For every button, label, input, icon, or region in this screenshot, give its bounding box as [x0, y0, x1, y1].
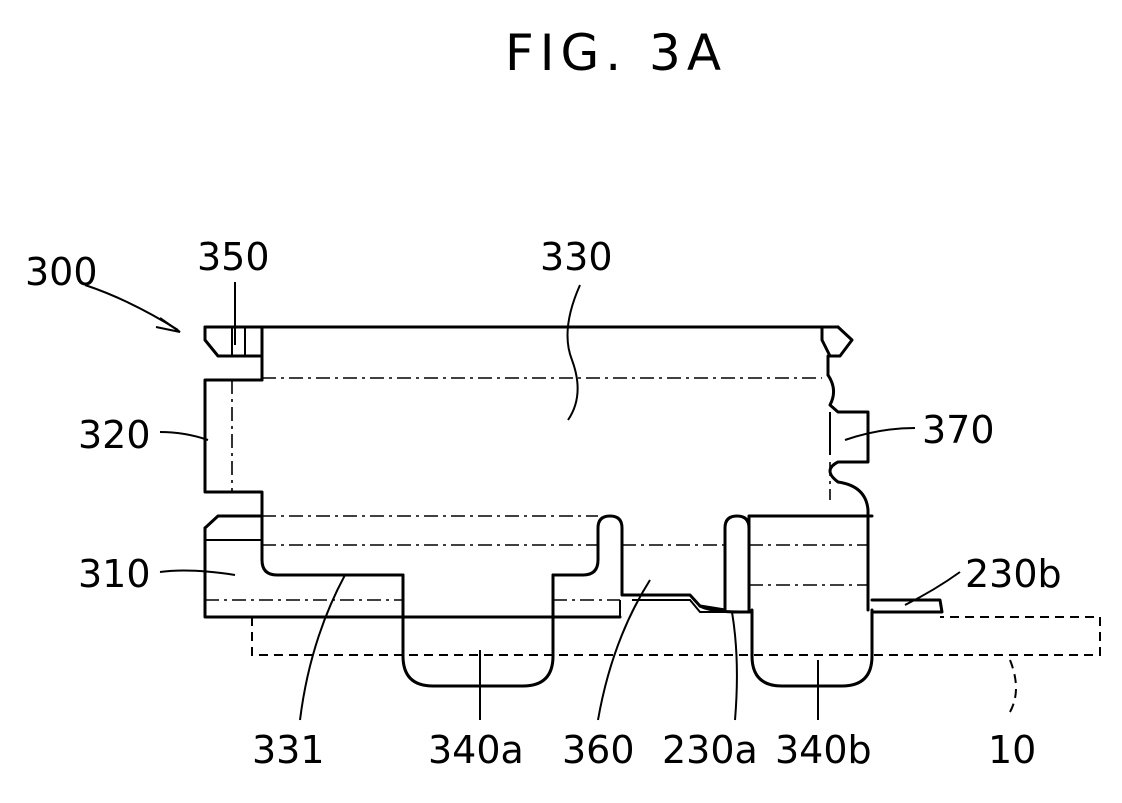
label-340a: 340a	[428, 728, 524, 772]
board-10	[252, 617, 1100, 655]
label-300: 300	[25, 250, 98, 294]
label-370: 370	[922, 408, 995, 452]
hidden-lines	[205, 378, 868, 600]
connector-body-300	[205, 327, 942, 686]
label-10: 10	[988, 728, 1036, 772]
label-230b: 230b	[965, 552, 1062, 596]
label-230a: 230a	[662, 728, 758, 772]
label-360: 360	[562, 728, 635, 772]
label-350: 350	[197, 235, 270, 279]
figure-title: FIG. 3A	[505, 24, 727, 82]
label-320: 320	[78, 413, 151, 457]
label-330: 330	[540, 235, 613, 279]
label-340b: 340b	[775, 728, 872, 772]
label-331: 331	[252, 728, 325, 772]
reference-labels: 300 350 330 320 370 310 230b 331 340a 36…	[25, 235, 1062, 772]
label-310: 310	[78, 552, 151, 596]
